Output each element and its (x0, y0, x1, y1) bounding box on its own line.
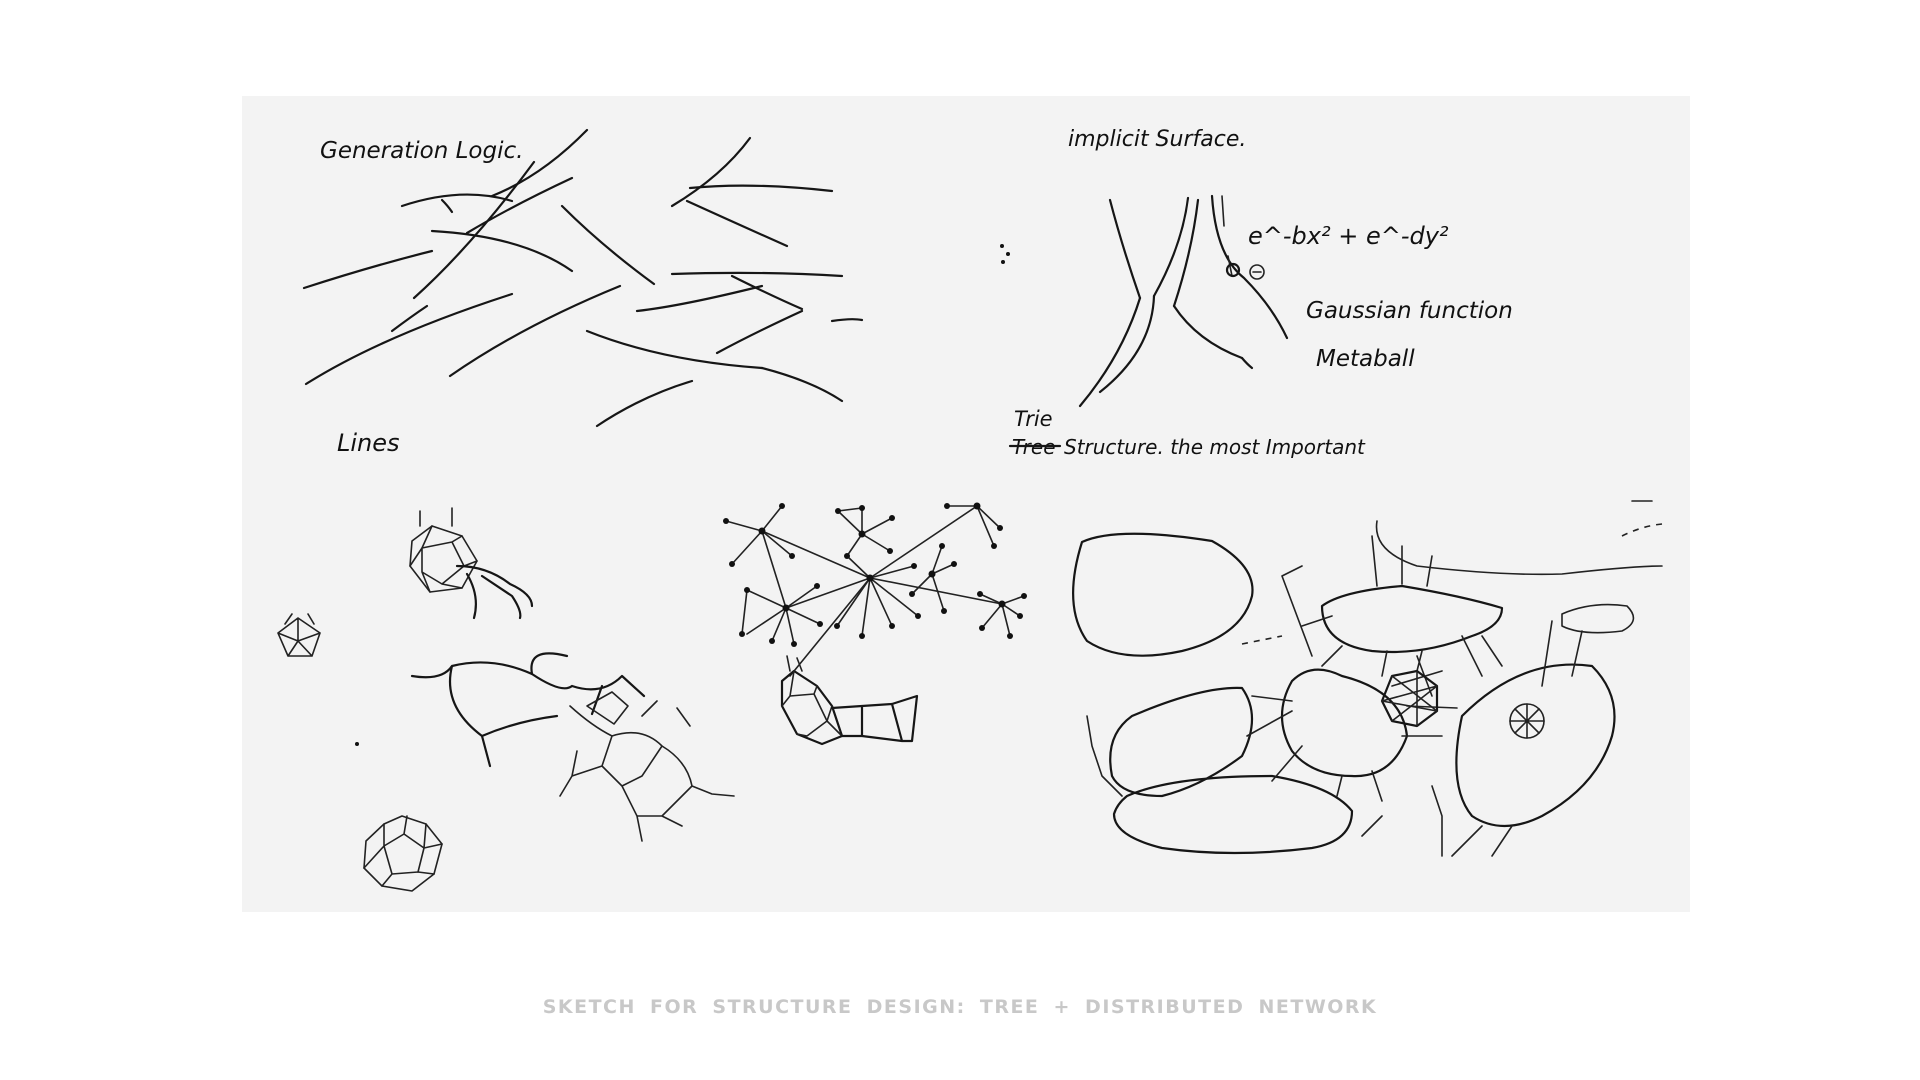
sketch-caption: SKETCH FOR STRUCTURE DESIGN: TREE + DIST… (542, 996, 1378, 1018)
implicit-surface-sketch (1000, 194, 1289, 408)
gaussian-formula: e^-bx² + e^-dy² (1248, 222, 1449, 250)
stray-dot (355, 742, 359, 746)
structure-note: Structure. the most Important (1064, 435, 1366, 459)
metaball-network (1072, 500, 1663, 857)
cluster-hex-top (409, 507, 534, 620)
implicit-surface-label: implicit Surface. (1068, 127, 1246, 152)
cluster-hex-bottom (363, 815, 443, 892)
lines-label: Lines (337, 429, 400, 457)
sketch-sheet: Generation Logic. Lines implicit Surface… (242, 96, 1690, 912)
gaussian-function-label: Gaussian function (1306, 298, 1513, 324)
sketch-drawing: Generation Logic. Lines implicit Surface… (277, 127, 1663, 892)
cluster-small-left (277, 613, 321, 657)
distributed-network (723, 502, 1027, 677)
generation-logic-label: Generation Logic. (320, 138, 523, 164)
metaball-label: Metaball (1316, 346, 1415, 372)
network-tree-mid (410, 652, 735, 842)
trie-label: Trie (1014, 407, 1053, 431)
generation-lines (302, 128, 864, 428)
dense-knot-cluster (780, 655, 919, 746)
